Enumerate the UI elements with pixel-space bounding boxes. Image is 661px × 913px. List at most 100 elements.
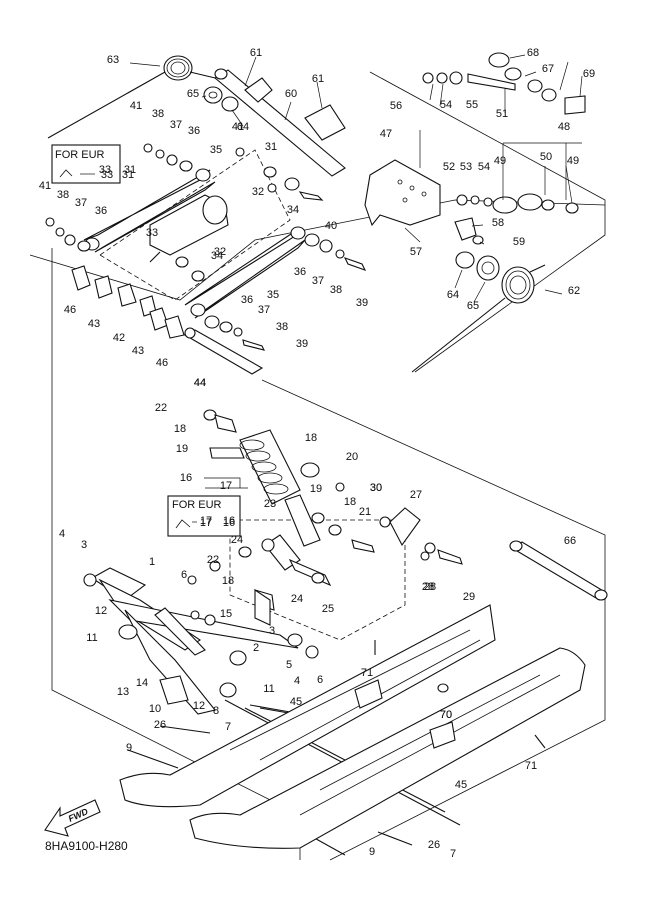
callout-19-5: 19 [310,483,322,495]
callout-59: 59 [513,236,525,248]
callout-57: 57 [410,246,422,258]
callout-64-28: 64 [447,289,459,301]
callout-30: 30 [370,482,382,494]
callout-58: 58 [492,217,504,229]
callout-41-11: 41 [232,121,244,133]
callout-38-18: 38 [330,284,342,296]
callout-36: 36 [188,125,200,137]
callout-44-26: 44 [194,377,206,389]
callout-70: 70 [440,709,452,721]
callout-9-44: 9 [369,846,375,858]
callout-9: 9 [126,742,132,754]
callout-44: 44 [194,377,206,389]
shaft-66 [509,540,608,601]
shock-upper-33 [149,194,229,263]
callout-39: 39 [356,297,368,309]
callout-36-16: 36 [294,266,306,278]
callout-33-14: 33 [99,164,111,176]
callout-65-29: 65 [467,300,479,312]
callout-32-12: 32 [214,246,226,258]
callout-33-90: 33 [101,169,113,181]
leader-lines [129,54,583,303]
callout-41-10: 41 [39,180,51,192]
shaft-44 [183,327,264,375]
callout-28-32: 28 [424,581,436,593]
callout-69: 69 [583,68,595,80]
callout-31-15: 31 [124,164,136,176]
callout-21: 21 [359,506,371,518]
callout-70-47: 70 [440,709,452,721]
callout-15: 15 [220,608,232,620]
callout-55: 55 [466,99,478,111]
callout-45: 45 [290,696,302,708]
callout-6-36: 6 [181,569,187,581]
callout-11: 11 [86,632,97,644]
callout-14: 14 [136,677,148,689]
callout-24: 24 [231,534,243,546]
callout-48: 48 [558,121,570,133]
callout-54: 54 [478,161,490,173]
main-shock [203,409,321,547]
callout-31: 31 [265,141,277,153]
bracket-61 [244,77,346,141]
callout-37-8: 37 [75,197,87,209]
callout-18-37: 18 [222,575,234,587]
right-frame-line [369,71,606,373]
for-eur-box-mid: FOR EUR [167,495,241,537]
callout-36-19: 36 [241,294,253,306]
lower-group-box [229,519,406,641]
callout-37-20: 37 [258,304,270,316]
callout-47: 47 [380,128,392,140]
callout-8: 8 [213,705,219,717]
callout-22: 22 [155,402,167,414]
callout-4-41: 4 [59,528,65,540]
bushing-64 [221,96,239,112]
callout-49-31: 49 [567,155,579,167]
callout-34: 34 [287,204,299,216]
callout-51: 51 [496,108,508,120]
callout-23: 23 [264,498,276,510]
callout-22-34: 22 [207,554,219,566]
callout-30-33: 30 [370,482,382,494]
callout-20: 20 [346,451,358,463]
bolt-71-b [534,734,546,749]
callout-26: 26 [154,719,166,731]
callout-65: 65 [187,88,199,100]
for-eur-label-top: FOR EUR [55,149,105,161]
callout-50: 50 [540,151,552,163]
callout-34-13: 34 [211,250,223,262]
callout-33: 33 [146,227,158,239]
callout-41: 41 [130,100,142,112]
callout-12-38: 12 [193,700,205,712]
lower-frame-line [261,379,606,861]
callout-61-27: 61 [312,73,324,85]
callout-32: 32 [252,186,264,198]
bushing-64-right [455,251,475,269]
callout-25: 25 [322,603,334,615]
callout-17: 17 [220,480,232,492]
callout-16-2: 16 [223,515,235,527]
callout-3: 3 [269,625,275,637]
callout-38-21: 38 [276,321,288,333]
fwd-arrow: FWD [44,799,101,837]
callout-71: 71 [525,760,537,772]
callout-layer: 1234567891011121314151617181920212223242… [39,47,595,860]
callout-71-46: 71 [361,667,373,679]
callout-28: 28 [422,581,434,593]
callout-39-22: 39 [296,338,308,350]
callout-4: 4 [294,675,300,687]
slide-rail-left [119,604,496,808]
callout-19: 19 [176,443,188,455]
diagram-code: 8HA9100-H280 [45,839,128,853]
for-eur-label-mid: FOR EUR [172,499,222,511]
callout-7: 7 [225,721,231,733]
callout-37: 37 [170,119,182,131]
washer-65-right [476,255,500,281]
callout-16: 16 [180,472,192,484]
callout-43: 43 [88,318,100,330]
callout-46: 46 [64,304,76,316]
callout-6: 6 [317,674,323,686]
left-bushings [45,143,324,252]
